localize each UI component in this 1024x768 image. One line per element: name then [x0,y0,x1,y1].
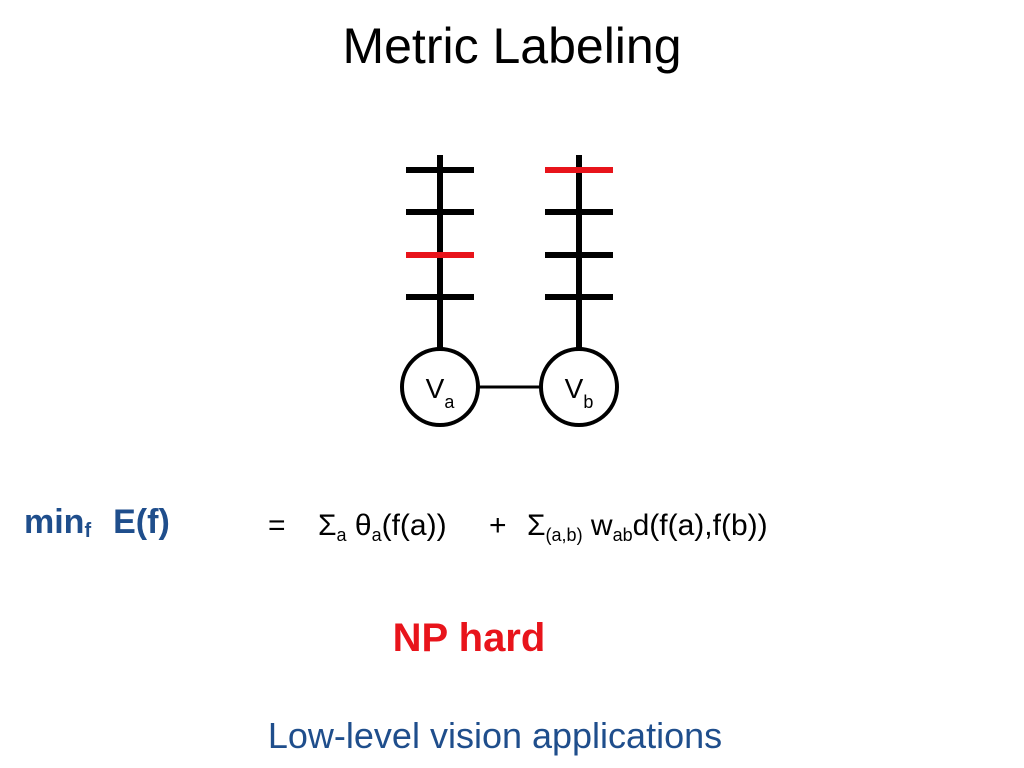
energy-text: E(f) [113,503,170,541]
node-b [539,347,619,427]
node-a-label: Va [426,373,456,412]
node-a [400,347,480,427]
node-b-label: Vb [565,373,594,412]
slide-title: Metric Labeling [342,18,682,74]
applications-caption: Low-level vision applications [267,715,723,756]
min-subscript: f [84,520,92,542]
pairwise-term: Σ(a,b) wabd(f(a),f(b)) [527,509,768,545]
np-hard-label: NP hard [392,616,546,660]
equals-sign: = [268,509,286,542]
plus-sign: + [489,509,507,542]
objective-label: minf E(f) [24,500,170,549]
unary-term: Σa θa(f(a)) [318,509,447,545]
min-text: min [24,503,85,541]
